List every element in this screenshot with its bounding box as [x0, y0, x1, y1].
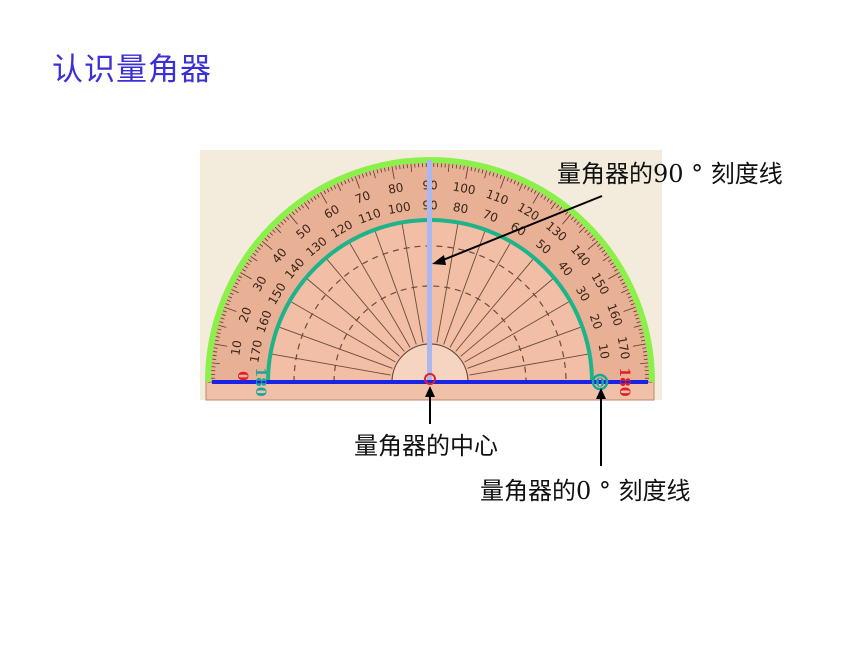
label-zero-degree-line: 量角器的0 ° 刻度线 — [480, 477, 691, 505]
outer-scale-number: 80 — [387, 180, 404, 196]
inner-scale-number: 70 — [481, 207, 500, 225]
inner-scale-number: 30 — [573, 284, 593, 304]
degree-ray — [464, 301, 569, 363]
outer-scale-number: 60 — [322, 202, 342, 222]
degree-ray — [469, 353, 588, 376]
arrow-line-ninety — [437, 195, 603, 263]
left-end-red-zero: 0 — [234, 371, 250, 381]
degree-ray — [279, 326, 393, 369]
degree-ray — [467, 326, 581, 369]
label-ninety-degree-line: 量角器的90 ° 刻度线 — [557, 160, 783, 188]
degree-ray — [307, 278, 400, 357]
inner-scale-number: 80 — [452, 200, 469, 216]
annotation-arrows — [425, 195, 606, 466]
right-end-teal-zero-ring — [591, 373, 609, 391]
right-end-teal-zero: 0 — [595, 376, 604, 391]
degree-ray — [460, 278, 553, 357]
degree-ray — [272, 353, 391, 376]
degree-ray — [443, 231, 486, 345]
scale-band — [208, 160, 652, 382]
degree-rays — [272, 222, 588, 376]
inner-scale-number: 10 — [596, 343, 612, 360]
degree-ray — [326, 259, 405, 352]
center-mark — [424, 373, 436, 385]
degree-ray — [436, 224, 459, 343]
degree-ray — [349, 243, 411, 348]
dashed-arc-inner — [333, 285, 527, 383]
outer-scale-number: 30 — [250, 274, 270, 294]
outer-scale-number: 100 — [452, 180, 477, 198]
outer-scale-number: 10 — [228, 339, 244, 356]
inner-scale-number: 100 — [387, 199, 412, 217]
degree-ray — [374, 231, 417, 345]
inner-scale-number: 170 — [247, 339, 265, 364]
outer-scale-number: 70 — [353, 188, 372, 206]
arrow-head-zero — [596, 388, 606, 399]
outer-scale-number: 170 — [615, 335, 633, 360]
inner-scale-number: 20 — [587, 312, 605, 331]
degree-ray — [455, 259, 534, 352]
degree-ray — [291, 301, 396, 363]
arrow-head-center — [425, 386, 435, 397]
degree-ray — [449, 243, 511, 348]
label-protractor-center: 量角器的中心 — [354, 432, 498, 460]
degree-ray — [401, 224, 424, 343]
arrow-head-ninety — [432, 255, 446, 265]
left-end-teal-180: 180 — [252, 367, 268, 396]
right-end-red-180: 180 — [616, 367, 632, 396]
ninety-degree-line — [427, 160, 432, 382]
outer-scale-number: 20 — [236, 305, 254, 324]
page-title: 认识量角器 — [52, 52, 212, 88]
